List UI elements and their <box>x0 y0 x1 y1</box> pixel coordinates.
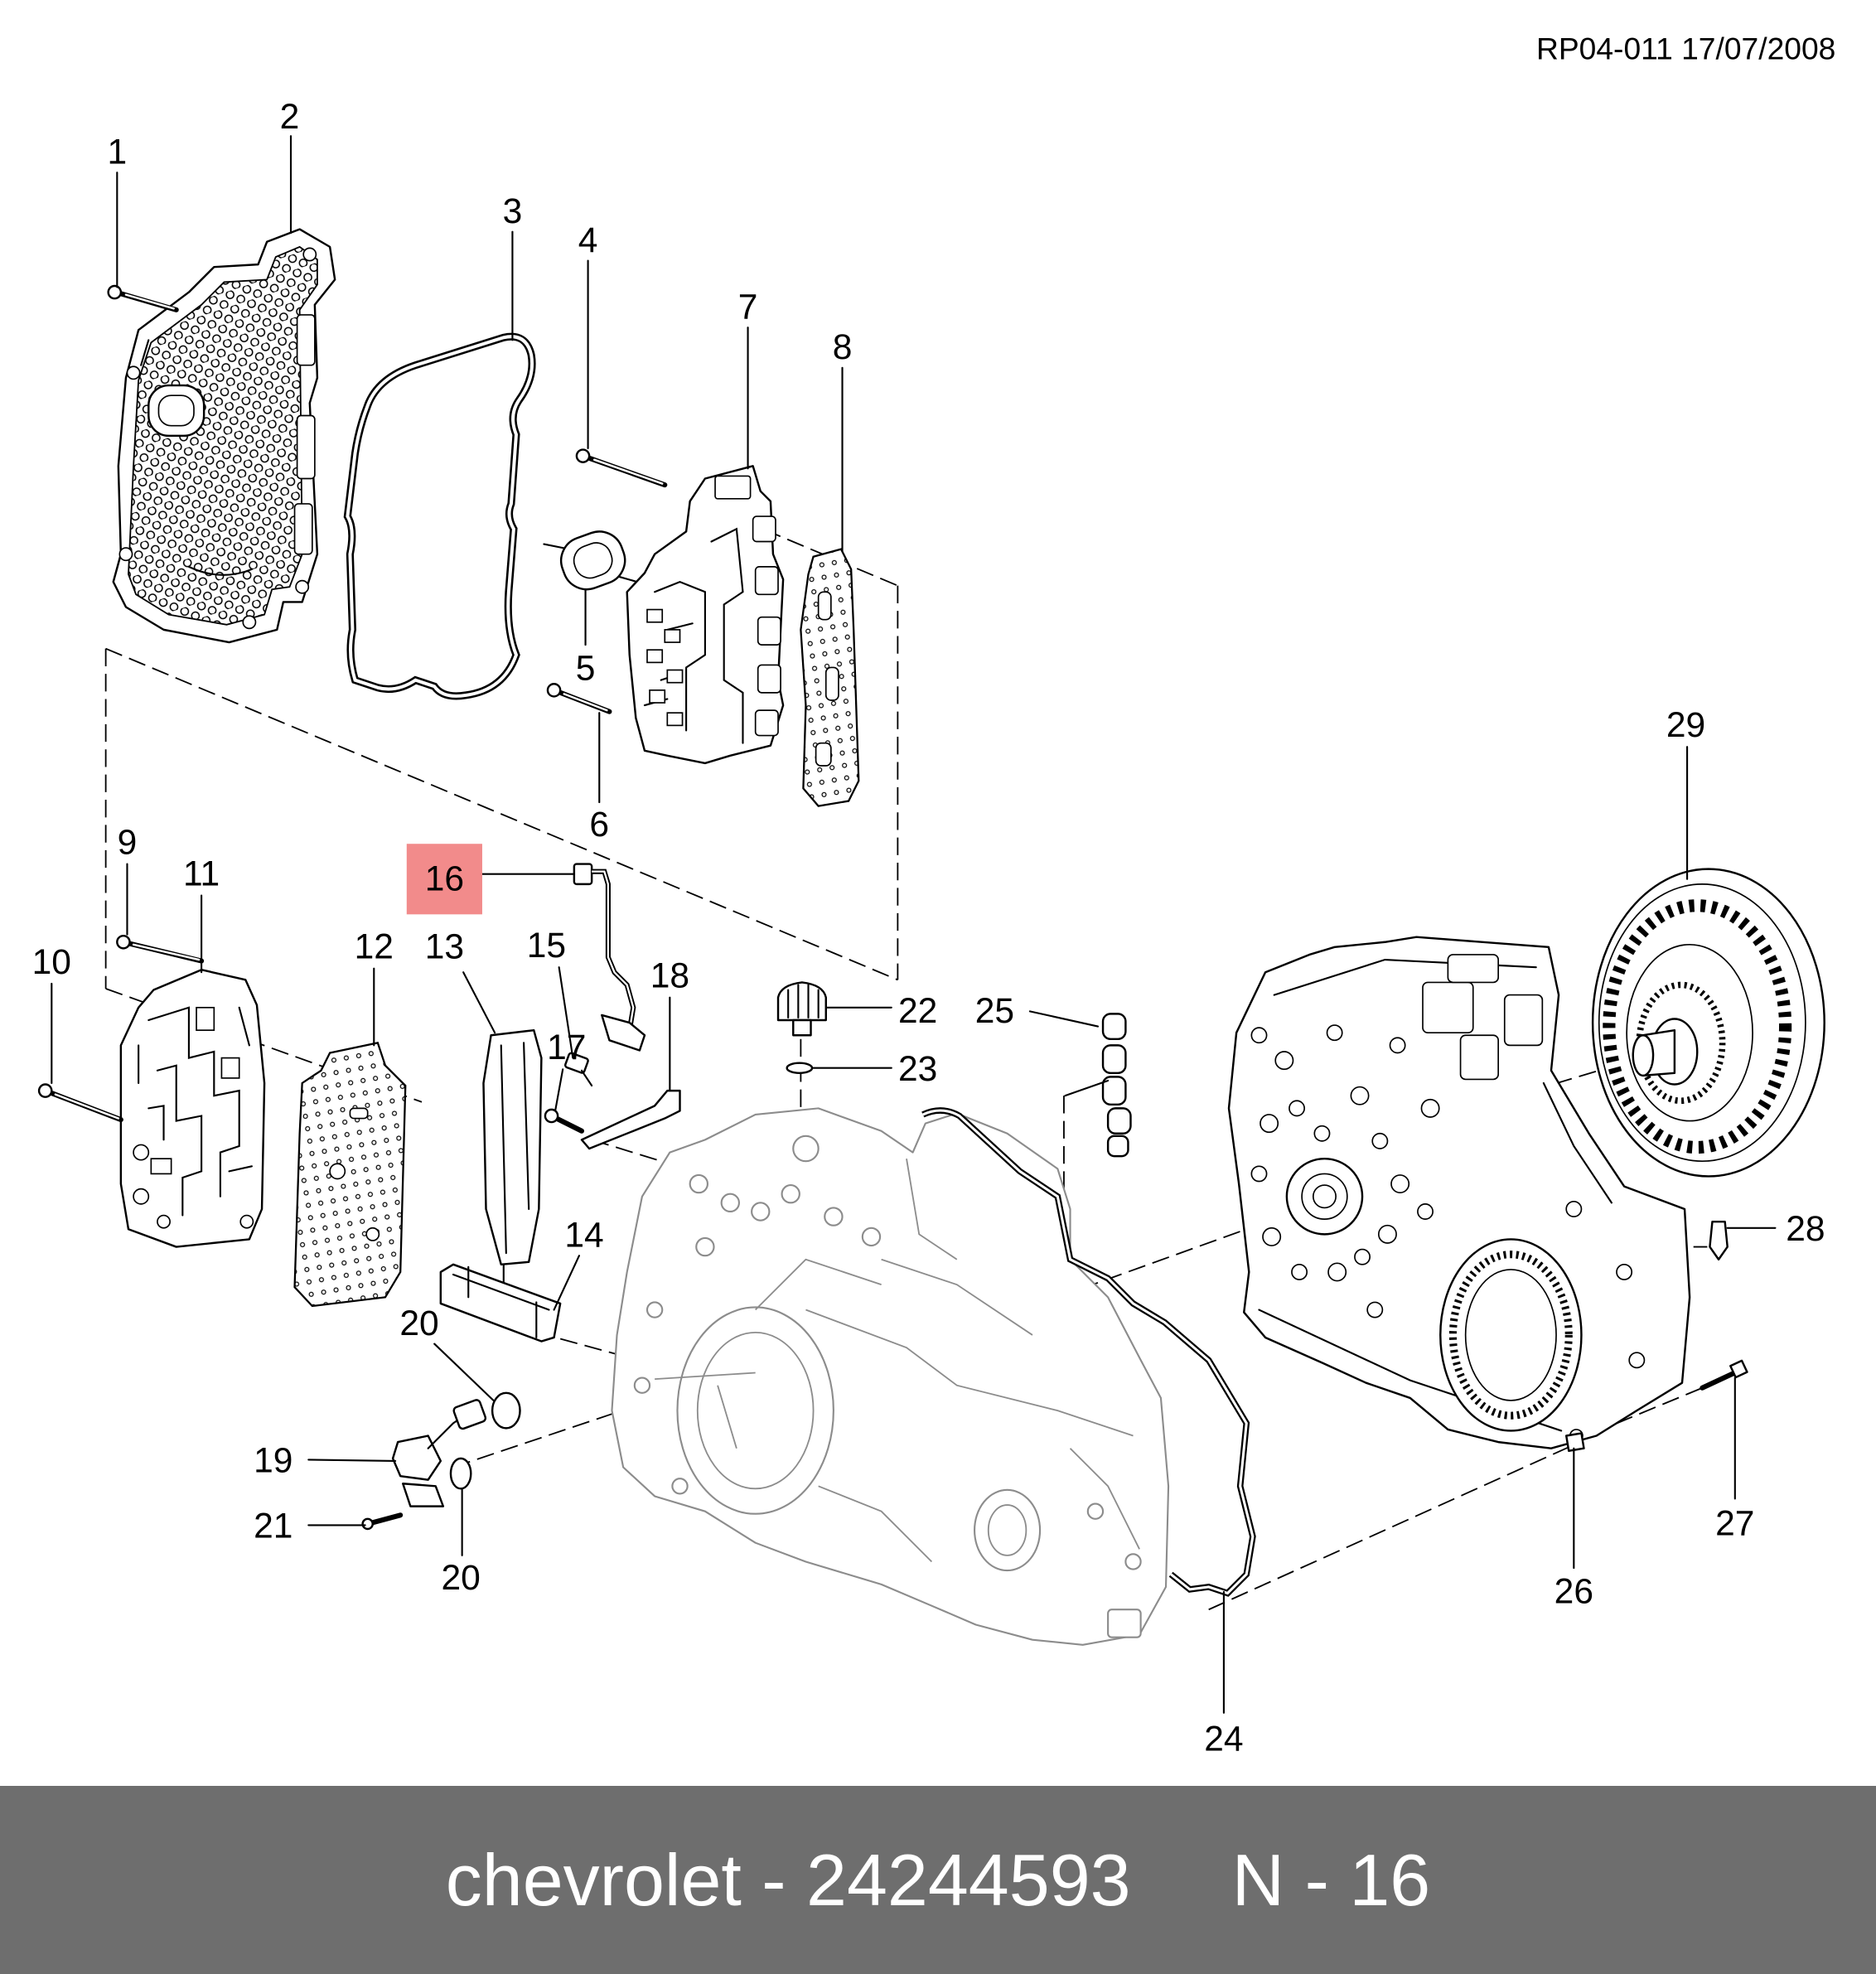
part-18-bracket <box>580 1089 681 1150</box>
exploded-parts-diagram: RP04-011 17/07/2008 <box>32 31 1836 1759</box>
part-29-drawing <box>1591 868 1825 1178</box>
callout-22: 22 <box>898 991 937 1031</box>
callout-12: 12 <box>355 927 394 967</box>
part-12-plate <box>293 1042 407 1308</box>
callout-13: 13 <box>425 927 464 967</box>
callout-11: 11 <box>183 854 220 893</box>
part-5-seal <box>543 530 638 591</box>
callout-2: 2 <box>280 97 300 137</box>
callout-16-highlight <box>406 844 482 915</box>
part-3-gasket <box>343 332 536 700</box>
transmission-housing-drawing <box>611 1107 1170 1646</box>
callout-1: 1 <box>107 133 127 172</box>
callout-8: 8 <box>833 327 853 367</box>
part-11-valve-body <box>119 968 266 1248</box>
callout-15: 15 <box>527 926 566 965</box>
transmission-case-drawing <box>1227 936 1691 1449</box>
part-6-bolt <box>546 683 612 714</box>
part-16-harness <box>573 863 646 1052</box>
leader-20-upper <box>433 1343 495 1402</box>
leader-25 <box>1028 1010 1100 1028</box>
part-22-cap <box>776 981 827 1037</box>
part-9-bolt <box>116 934 205 964</box>
callout-24: 24 <box>1204 1719 1243 1759</box>
callout-23: 23 <box>898 1049 937 1089</box>
leader-lines <box>51 135 1777 1714</box>
part-27-bolt <box>1700 1359 1748 1391</box>
leader-15 <box>558 966 574 1059</box>
part-25-drawing <box>1064 1013 1132 1158</box>
part-17-bolt <box>544 1108 585 1134</box>
callout-14: 14 <box>564 1216 603 1256</box>
callout-9: 9 <box>118 822 138 862</box>
part-20-seal-upper <box>491 1391 521 1430</box>
part-23-o-ring <box>786 1062 814 1075</box>
callout-10: 10 <box>32 942 71 982</box>
callout-19: 19 <box>254 1441 293 1481</box>
part-19-sensor <box>391 1399 487 1507</box>
part-26-drawing <box>1564 1432 1585 1452</box>
part-20-seal-lower <box>449 1457 472 1490</box>
callout-16: 16 <box>425 859 464 898</box>
callout-20-upper: 20 <box>399 1304 438 1343</box>
callout-29: 29 <box>1666 705 1705 745</box>
leader-17 <box>554 1068 564 1112</box>
part-7-valve-body <box>626 465 785 765</box>
part-1-bolt <box>107 284 179 312</box>
part-13-drawing <box>482 1028 543 1321</box>
callout-4: 4 <box>578 220 598 260</box>
footer-bar: chevrolet - 24244593 N - 16 <box>0 1786 1876 1974</box>
leader-14 <box>553 1255 581 1311</box>
sheet-reference: RP04-011 17/07/2008 <box>1536 31 1835 65</box>
callout-labels: 1 2 3 4 7 8 5 6 16 9 11 10 12 13 15 18 1… <box>32 97 1825 1759</box>
callout-17: 17 <box>547 1028 586 1067</box>
callout-21: 21 <box>254 1507 293 1546</box>
callout-28: 28 <box>1786 1209 1825 1249</box>
callout-6: 6 <box>589 805 609 844</box>
callout-5: 5 <box>576 649 596 689</box>
callout-25: 25 <box>975 991 1014 1031</box>
callout-20-lower: 20 <box>441 1558 480 1598</box>
callout-27: 27 <box>1715 1504 1754 1544</box>
part-15-drawing <box>564 1052 593 1087</box>
leader-19 <box>307 1459 397 1462</box>
part-4-bolt <box>575 448 668 488</box>
callout-3: 3 <box>503 191 523 231</box>
leader-13 <box>462 971 496 1034</box>
callout-18: 18 <box>650 956 689 995</box>
part-28-plug <box>1709 1220 1729 1260</box>
part-10-bolt <box>37 1083 123 1123</box>
part-2-drawing <box>112 228 336 644</box>
footer-part-number: chevrolet - 24244593 <box>445 1838 1131 1921</box>
callout-7: 7 <box>738 287 758 327</box>
part-14-drawing <box>439 1263 562 1343</box>
part-8-plate <box>800 548 860 807</box>
part-24-gasket <box>921 1107 1256 1597</box>
callout-26: 26 <box>1554 1572 1593 1612</box>
part-21-bolt <box>361 1512 404 1531</box>
footer-reference: N - 16 <box>1231 1838 1431 1921</box>
